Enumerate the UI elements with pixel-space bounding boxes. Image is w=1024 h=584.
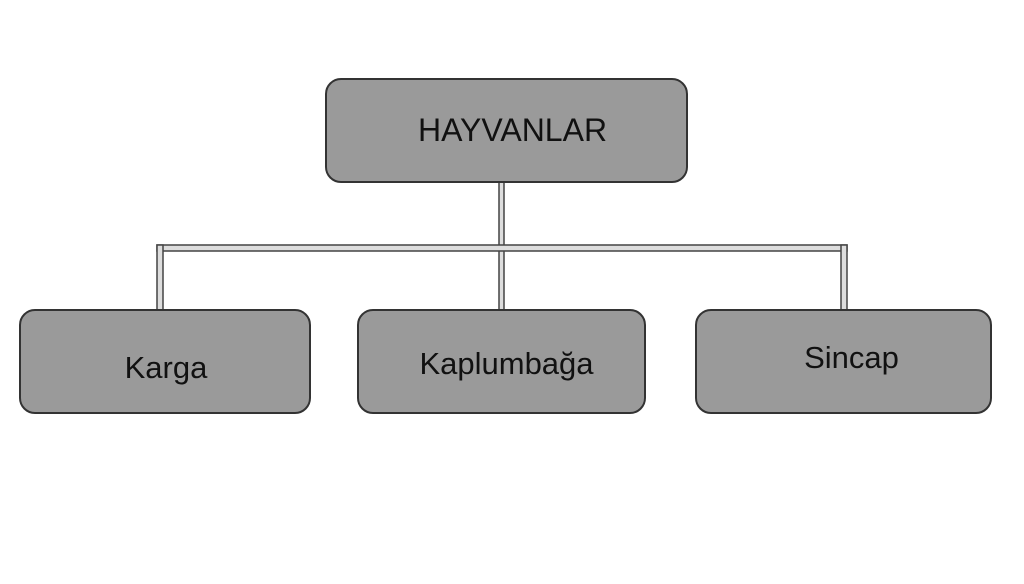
child-node-sincap: Sincap — [695, 309, 992, 414]
right-drop-connector — [840, 244, 848, 311]
child-node-label: Sincap — [804, 339, 899, 375]
root-node-label: HAYVANLAR — [417, 112, 608, 148]
child-node-karga: Karga — [19, 309, 311, 414]
left-drop-connector — [156, 244, 164, 311]
root-node-hayvanlar: HAYVANLAR — [325, 78, 688, 183]
child-node-label: Karga — [124, 349, 208, 385]
horizontal-bar-connector — [156, 244, 848, 252]
child-node-label: Kaplumbağa — [419, 345, 594, 381]
child-node-kaplumbaga: Kaplumbağa — [357, 309, 646, 414]
